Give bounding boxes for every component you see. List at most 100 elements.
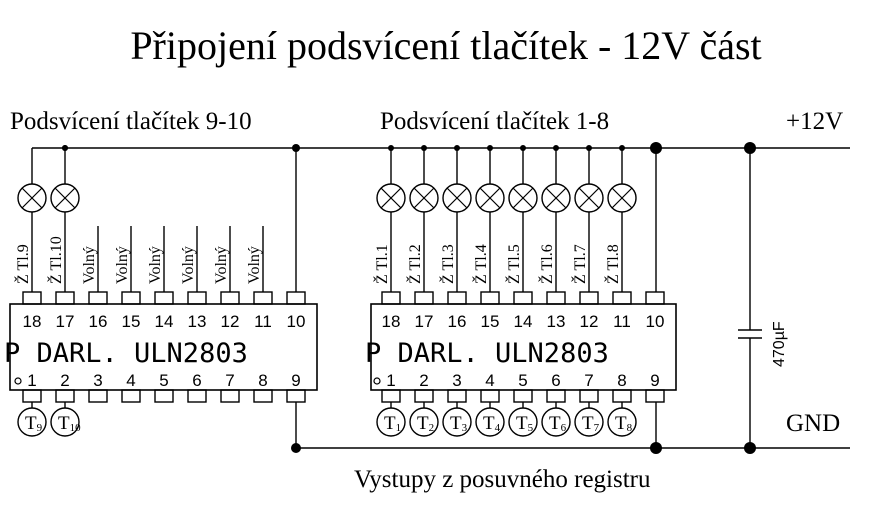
pin-number-top: 16 bbox=[89, 312, 108, 331]
output-label: Ž Tl.5 bbox=[504, 244, 523, 284]
pin-number-bottom: 1 bbox=[27, 371, 36, 390]
input-circle bbox=[409, 407, 439, 437]
output-label: Ž Tl.7 bbox=[570, 244, 589, 284]
input-circle bbox=[475, 407, 505, 437]
output-label: Volný bbox=[246, 246, 263, 284]
chip-pin-top bbox=[55, 291, 75, 305]
pin-number-top: 16 bbox=[448, 312, 467, 331]
chip-pin-bottom bbox=[612, 389, 632, 403]
output-label: Volný bbox=[81, 246, 98, 284]
pin-number-top: 18 bbox=[382, 312, 401, 331]
lamp-cross bbox=[578, 187, 600, 209]
junction-dot bbox=[619, 145, 625, 151]
chip-pin-top bbox=[579, 291, 599, 305]
chip-pin-bottom bbox=[286, 389, 306, 403]
pin-number-top: 15 bbox=[481, 312, 500, 331]
chip-pin-top bbox=[286, 291, 306, 305]
output-label: Ž Tl.6 bbox=[537, 244, 556, 284]
pin-number-top: 18 bbox=[23, 312, 42, 331]
input-circle bbox=[607, 407, 637, 437]
junction-dot bbox=[487, 145, 493, 151]
junction-dot bbox=[454, 145, 460, 151]
group-label-1-8: Podsvícení tlačítek 1-8 bbox=[380, 108, 610, 135]
output-label: Volný bbox=[114, 246, 131, 284]
pin1-marker bbox=[14, 377, 22, 385]
input-circle bbox=[17, 407, 47, 437]
group-label-9-10: Podsvícení tlačítek 9-10 bbox=[10, 108, 252, 135]
input-circle bbox=[574, 407, 604, 437]
pin-number-top: 11 bbox=[254, 312, 272, 331]
chip-pin-bottom bbox=[187, 389, 207, 403]
chip-pin-bottom bbox=[645, 389, 665, 403]
input-circle bbox=[541, 407, 571, 437]
pin-number-top: 17 bbox=[415, 312, 434, 331]
pin-number-bottom: 7 bbox=[225, 371, 234, 390]
junction-dot bbox=[586, 145, 592, 151]
chip-pin-top bbox=[546, 291, 566, 305]
pin-number-bottom: 7 bbox=[584, 371, 593, 390]
output-label: Volný bbox=[180, 246, 197, 284]
pin-number-bottom: 1 bbox=[386, 371, 395, 390]
capacitor-value: 470µF bbox=[771, 321, 788, 367]
pin-number-top: 15 bbox=[122, 312, 141, 331]
capacitor bbox=[738, 148, 762, 448]
input-circle bbox=[376, 407, 406, 437]
output-label: Ž Tl.4 bbox=[471, 244, 490, 284]
chip-pin-top bbox=[253, 291, 273, 305]
output-label: Volný bbox=[147, 246, 164, 284]
chip-pin-top bbox=[121, 291, 141, 305]
junction-dot bbox=[388, 145, 394, 151]
chip-pin-bottom bbox=[546, 389, 566, 403]
lamp-cross bbox=[21, 187, 43, 209]
junction-dot bbox=[62, 145, 68, 151]
pin1-marker bbox=[373, 377, 381, 385]
pin-number-top: 17 bbox=[56, 312, 75, 331]
lamp-cross bbox=[611, 187, 633, 209]
input-circle bbox=[442, 407, 472, 437]
pin-number-top: 12 bbox=[580, 312, 599, 331]
output-label: Ž Tl.2 bbox=[405, 244, 424, 284]
pin-number-top: 13 bbox=[188, 312, 207, 331]
pin-number-top: 11 bbox=[613, 312, 631, 331]
ground-label: GND bbox=[786, 410, 841, 437]
pin-number-bottom: 6 bbox=[551, 371, 560, 390]
chip-pin-top bbox=[645, 291, 665, 305]
pin-number-bottom: 8 bbox=[617, 371, 626, 390]
lamp-cross bbox=[54, 187, 76, 209]
lamp-cross bbox=[446, 187, 468, 209]
chip-pin-bottom bbox=[88, 389, 108, 403]
chip-pin-top bbox=[480, 291, 500, 305]
chip-pin-bottom bbox=[579, 389, 599, 403]
lamp-cross bbox=[413, 187, 435, 209]
pin-number-top: 12 bbox=[221, 312, 240, 331]
pin-number-top: 13 bbox=[547, 312, 566, 331]
input-circle bbox=[50, 407, 80, 437]
output-label: Ž Tl.3 bbox=[438, 244, 457, 284]
junction-dot bbox=[553, 145, 559, 151]
diagram-title: Připojení podsvícení tlačítek - 12V část bbox=[130, 23, 762, 68]
pin-number-top: 10 bbox=[287, 312, 306, 331]
chip-pin-top bbox=[88, 291, 108, 305]
pin-number-bottom: 6 bbox=[192, 371, 201, 390]
chip-pin-bottom bbox=[220, 389, 240, 403]
chip-pin-top bbox=[513, 291, 533, 305]
pin-number-bottom: 4 bbox=[126, 371, 135, 390]
pin-number-bottom: 5 bbox=[159, 371, 168, 390]
pin-number-bottom: 4 bbox=[485, 371, 494, 390]
chip-pin-bottom bbox=[447, 389, 467, 403]
chip-part-label: P DARL. ULN2803 bbox=[4, 338, 248, 369]
pin-number-bottom: 9 bbox=[291, 371, 300, 390]
pin-number-bottom: 2 bbox=[419, 371, 428, 390]
chip-pin-top bbox=[414, 291, 434, 305]
lamp-cross bbox=[380, 187, 402, 209]
chip-pin-bottom bbox=[381, 389, 401, 403]
chip-pin-top bbox=[220, 291, 240, 305]
pin-number-top: 14 bbox=[155, 312, 174, 331]
chip-pin-bottom bbox=[55, 389, 75, 403]
supply-label: +12V bbox=[786, 108, 844, 135]
pin-number-top: 10 bbox=[646, 312, 665, 331]
output-label: Ž Tl.9 bbox=[13, 244, 32, 284]
chip-pin-top bbox=[187, 291, 207, 305]
